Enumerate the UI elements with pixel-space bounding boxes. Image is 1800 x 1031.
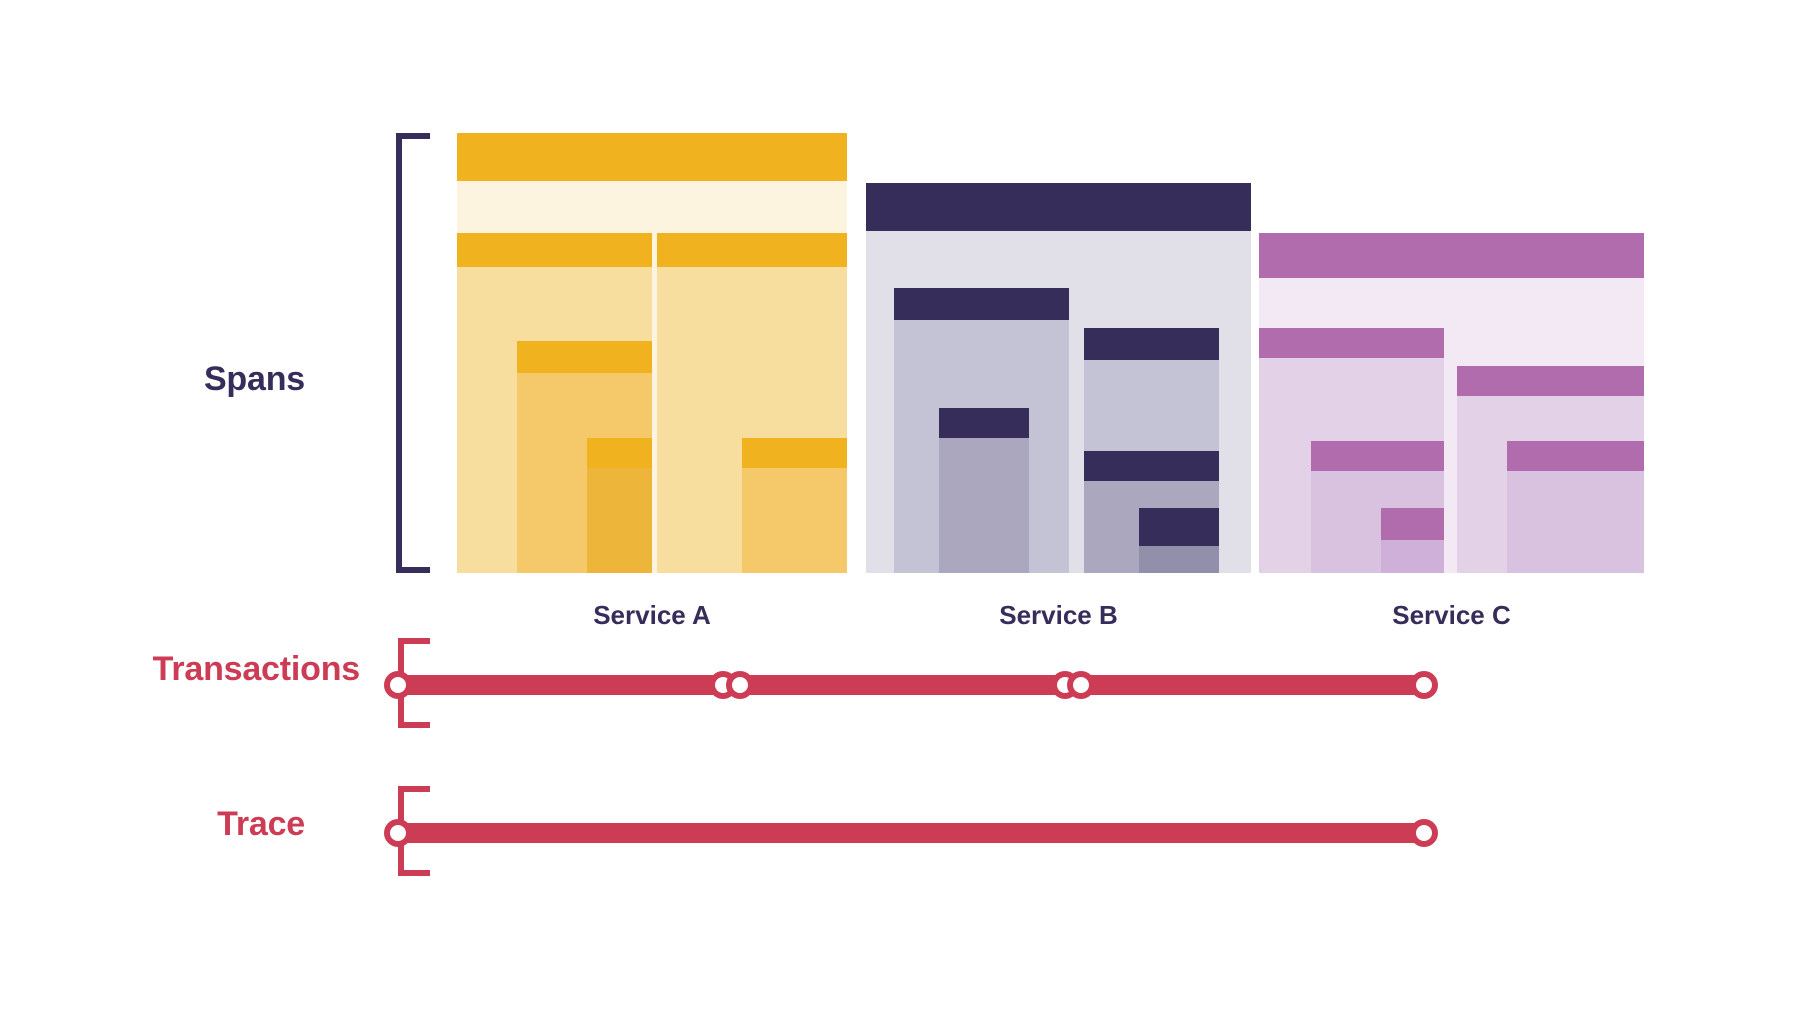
span-bar-grand-span-1 bbox=[939, 408, 1029, 573]
span-bar-grand-span-2 bbox=[587, 438, 652, 573]
service-caption-service-b: Service B bbox=[999, 600, 1118, 630]
transaction-node-1-start[interactable] bbox=[384, 671, 412, 699]
transaction-node-2-start[interactable] bbox=[726, 671, 754, 699]
trace-line-1 bbox=[398, 823, 1424, 843]
span-head-root-span bbox=[457, 133, 847, 181]
span-head-child-span-2 bbox=[1457, 366, 1644, 396]
span-head-grand-span-3 bbox=[742, 438, 847, 468]
span-head-child-span-1 bbox=[457, 233, 652, 267]
trace-track bbox=[0, 817, 1800, 857]
service-group-service-c bbox=[1259, 233, 1644, 573]
span-head-grand-span-2 bbox=[1084, 451, 1219, 481]
trace-node-1-end[interactable] bbox=[1410, 819, 1438, 847]
service-caption-service-c: Service C bbox=[1392, 600, 1511, 630]
service-group-service-b bbox=[866, 183, 1251, 573]
span-head-child-span-1 bbox=[1259, 328, 1444, 358]
span-head-grand-span-1 bbox=[1311, 441, 1444, 471]
transaction-node-3-end[interactable] bbox=[1410, 671, 1438, 699]
spans-row-label: Spans bbox=[203, 360, 305, 398]
transactions-track bbox=[0, 669, 1800, 709]
trace-row-label: Trace bbox=[217, 805, 305, 843]
spans-area: Service A Service B Service C bbox=[457, 133, 1644, 630]
span-head-grand-span-2 bbox=[1507, 441, 1644, 471]
span-bar-grand-span-3 bbox=[1139, 508, 1219, 573]
span-bar-grand-span-2 bbox=[1507, 441, 1644, 573]
transaction-line-2 bbox=[740, 675, 1065, 695]
span-head-child-span-1 bbox=[894, 288, 1069, 320]
span-head-child-span-2 bbox=[657, 233, 847, 267]
span-head-root-span bbox=[1259, 233, 1644, 278]
span-head-grand-span-3 bbox=[1381, 508, 1444, 540]
span-head-grand-span-2 bbox=[587, 438, 652, 468]
service-caption-service-a: Service A bbox=[593, 600, 711, 630]
trace-node-1-start[interactable] bbox=[384, 819, 412, 847]
spans-bracket bbox=[396, 133, 430, 573]
span-bar-grand-span-3 bbox=[742, 438, 847, 573]
span-head-grand-span-1 bbox=[517, 341, 652, 373]
span-head-grand-span-3 bbox=[1139, 508, 1219, 546]
span-head-child-span-2 bbox=[1084, 328, 1219, 360]
span-head-grand-span-1 bbox=[939, 408, 1029, 438]
transaction-node-3-start[interactable] bbox=[1067, 671, 1095, 699]
transactions-row-label: Transactions bbox=[152, 650, 361, 688]
transaction-line-3 bbox=[1081, 675, 1424, 695]
span-bar-grand-span-3 bbox=[1381, 508, 1444, 573]
service-group-service-a bbox=[457, 133, 847, 573]
span-head-root-span bbox=[866, 183, 1251, 231]
transaction-line-1 bbox=[398, 675, 723, 695]
